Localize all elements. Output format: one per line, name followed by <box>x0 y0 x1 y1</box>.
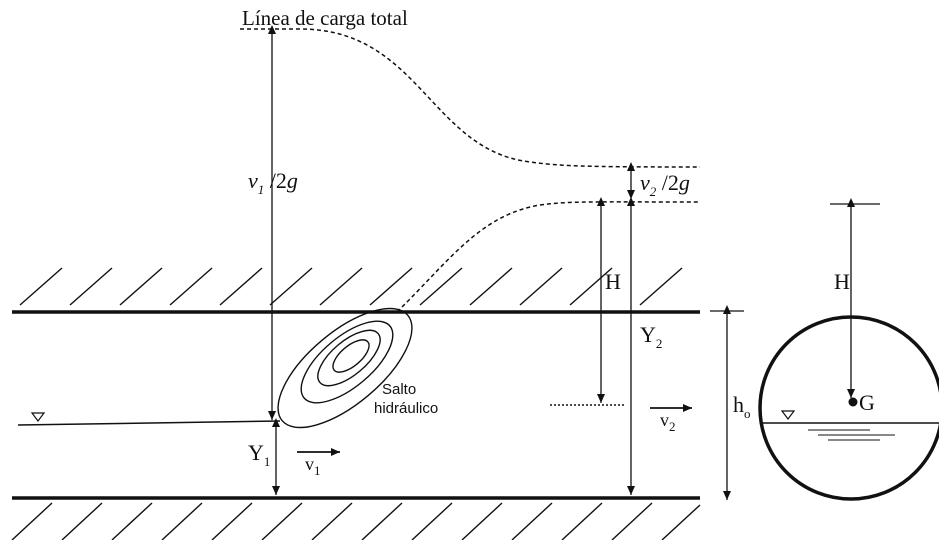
hydraulic-jump-roller <box>277 307 413 429</box>
top-wall-hatching <box>19 267 683 306</box>
jump-label-line2: hidráulico <box>374 400 438 417</box>
centroid-point <box>848 397 858 407</box>
bottom-wall-hatching <box>11 502 701 540</box>
total-energy-line <box>240 28 701 168</box>
v1-head-label: v1 /2g <box>248 168 298 197</box>
v1-velocity-label: v1 <box>305 454 321 478</box>
water-level-marker-icon <box>30 412 46 422</box>
v2-velocity-label: v2 <box>660 410 676 434</box>
upstream-water-surface <box>17 420 281 426</box>
h-pipe-label: H <box>605 269 621 294</box>
v2-head-label: v2 /2g <box>640 170 690 199</box>
centroid-label: G <box>859 390 875 415</box>
hydraulic-grade-line <box>396 201 701 313</box>
pipe-cross-section <box>758 315 939 501</box>
h0-label: ho <box>733 392 751 421</box>
h-section-label: H <box>834 269 850 294</box>
y1-label: Y1 <box>248 440 270 469</box>
y2-label: Y2 <box>640 322 662 351</box>
total-head-line-label: Línea de carga total <box>242 6 408 30</box>
jump-label-line1: Salto <box>382 381 416 398</box>
section-water-hatch <box>808 429 895 441</box>
section-water-level-marker-icon <box>780 410 796 420</box>
